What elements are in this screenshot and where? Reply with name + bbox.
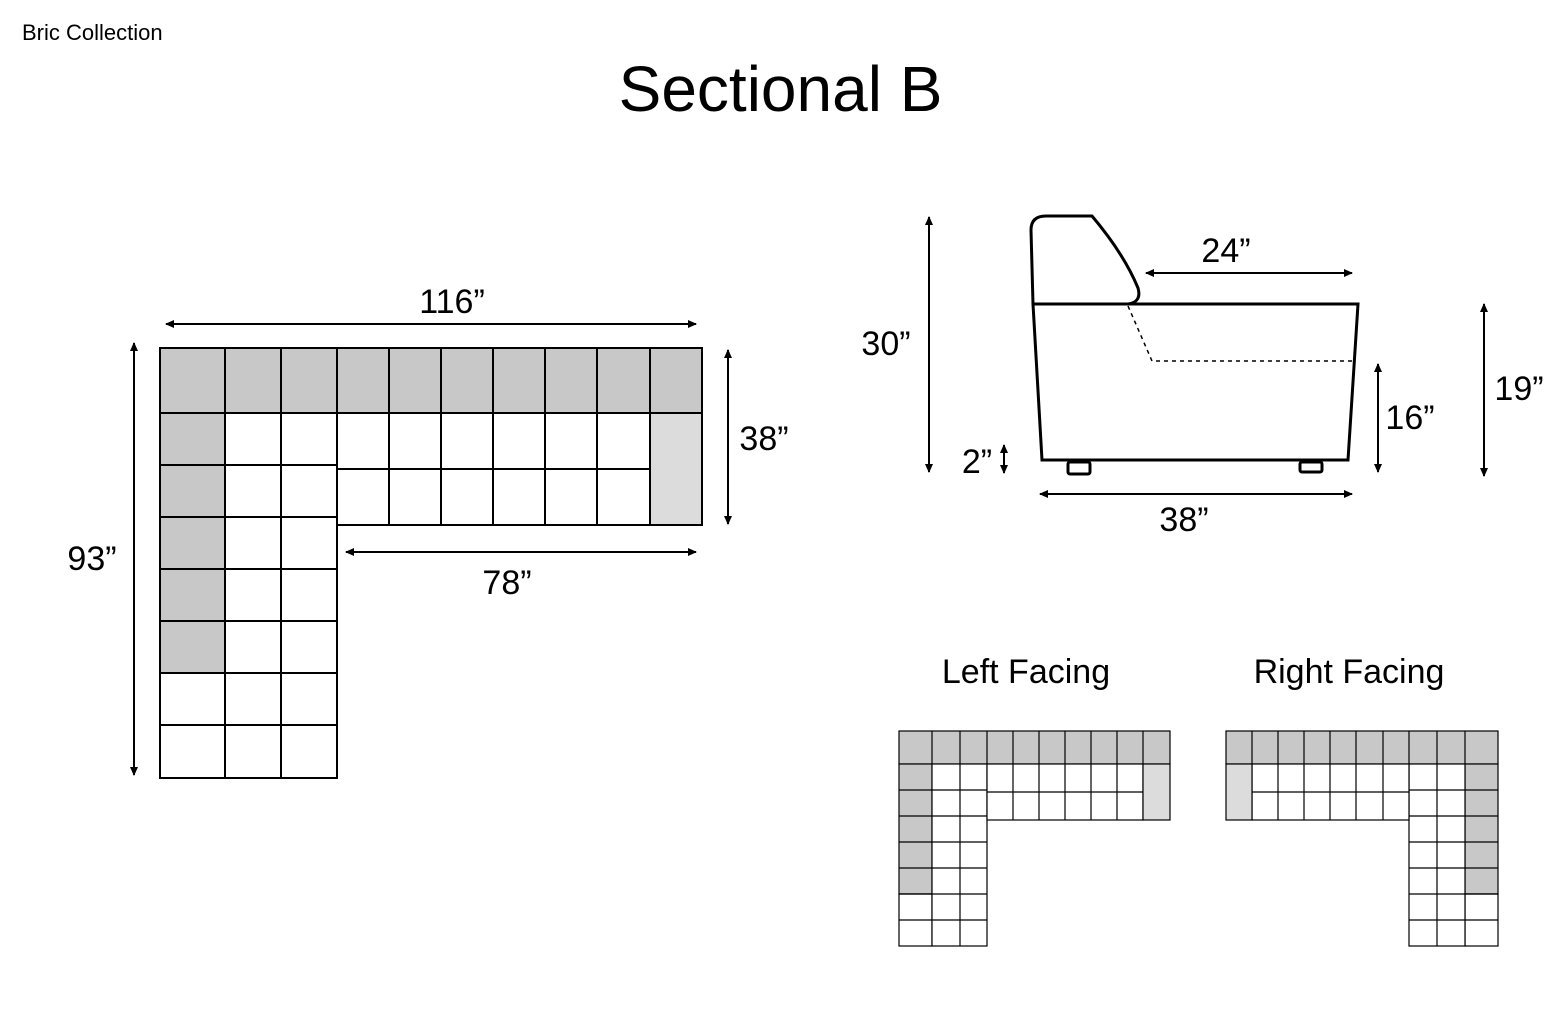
left-facing-label: Left Facing [942, 653, 1110, 691]
side-depth-label: 38” [1159, 501, 1208, 539]
back-cushion-row [159, 347, 703, 414]
back-cushion [1029, 214, 1141, 306]
width-label: 116” [419, 283, 485, 321]
arm-height-label: 19” [1494, 370, 1543, 408]
page-title: Sectional B [618, 53, 943, 125]
cushion-grid [160, 348, 651, 778]
inner-width-label: 78” [482, 564, 531, 602]
depth-label: 93” [67, 540, 116, 578]
side-view-dimensions [925, 216, 1488, 498]
right-arm [649, 412, 703, 526]
left-facing-diagram [898, 730, 1171, 947]
back-cushion-column [159, 412, 226, 674]
height-label: 30” [861, 325, 910, 363]
front-leg [1066, 460, 1092, 476]
seat-line [1127, 305, 1352, 362]
top-view-plan: 116” 93” 38” 78” [67, 283, 789, 779]
seat-depth-label: 24” [1201, 232, 1250, 270]
top-view-dimensions [130, 320, 732, 776]
back-leg [1298, 460, 1324, 474]
leg-height-label: 2” [962, 443, 992, 481]
collection-name: Bric Collection [22, 20, 163, 45]
arm-depth-label: 38” [739, 420, 788, 458]
right-facing-diagram [1225, 730, 1499, 947]
right-facing-label: Right Facing [1254, 653, 1445, 691]
sofa-body [1031, 302, 1360, 462]
seat-height-label: 16” [1385, 399, 1434, 437]
side-view-profile: 30” 24” 19” 16” 2” 38” [861, 214, 1544, 539]
